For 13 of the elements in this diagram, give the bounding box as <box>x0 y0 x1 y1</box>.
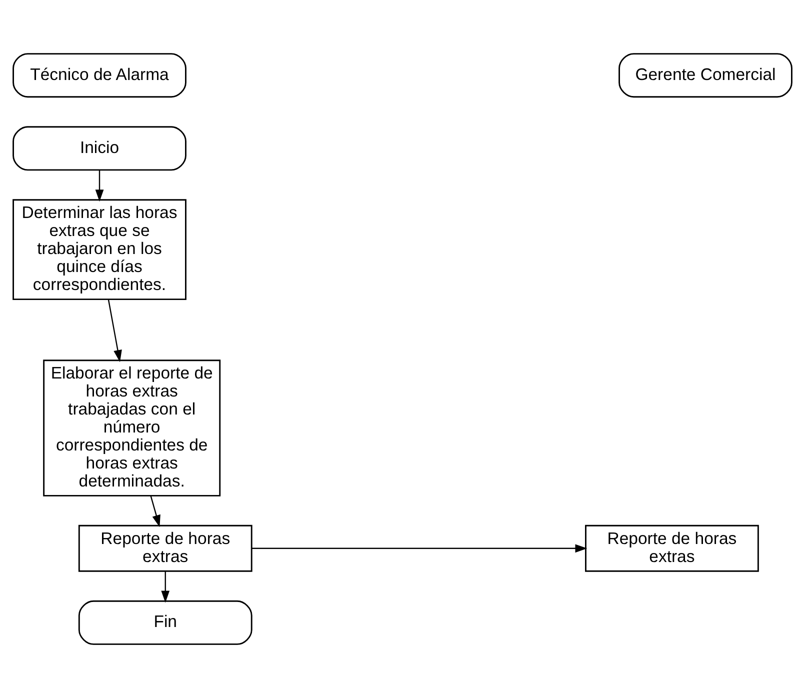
arrow <box>150 496 160 528</box>
node-box: Reporte de horas extras <box>78 524 252 572</box>
node-box: Técnico de Alarma <box>12 53 186 98</box>
node-box: Gerente Comercial <box>618 53 792 98</box>
node-box: Reporte de horas extras <box>585 524 759 572</box>
node-box: Determinar las horas extras que se trabajaron en los quince días correspondientes. <box>12 199 186 300</box>
arrow <box>108 299 122 362</box>
node-box: Elaborar el reporte de horas extras trabajadas con el número correspondientes de horas extras determinadas. <box>43 360 221 496</box>
arrow <box>252 544 588 553</box>
arrow <box>95 170 104 202</box>
arrow <box>161 571 170 603</box>
node-box: Inicio <box>12 126 186 171</box>
node-box: Fin <box>78 600 252 645</box>
